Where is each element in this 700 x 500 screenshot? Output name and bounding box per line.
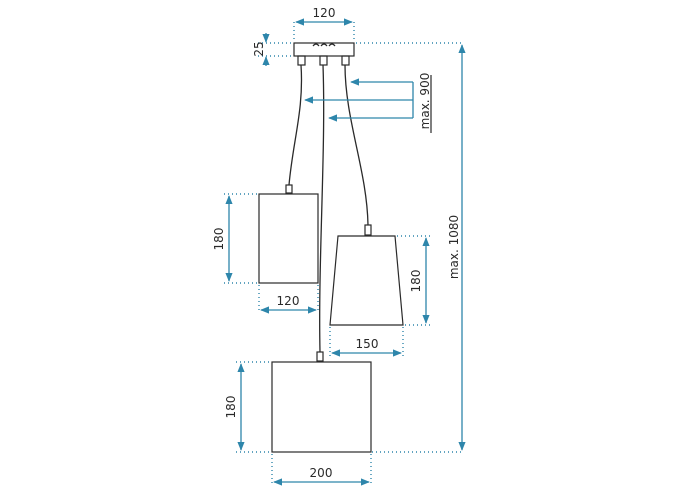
canopy-height-dimension: 25	[252, 33, 292, 66]
total-height-dimension: max. 1080	[356, 42, 466, 453]
bottom-shade-width-dimension: 200	[271, 454, 372, 486]
bottom-shade	[271, 361, 372, 453]
left-shade-cap	[285, 184, 293, 194]
left-shade	[258, 193, 319, 284]
right-shade-height-label: 180	[409, 270, 423, 293]
left-shade-width-label: 120	[277, 294, 300, 308]
canopy-height-label: 25	[252, 41, 266, 56]
canopy-width-dimension: 120	[293, 6, 355, 42]
bottom-shade-height-dimension: 180	[224, 361, 270, 453]
drop-length-dimension: max. 900	[304, 73, 432, 133]
canopy-width-label: 120	[313, 6, 336, 20]
left-shade-height-label: 180	[212, 228, 226, 251]
right-shade-width-label: 150	[356, 337, 379, 351]
cord-right	[344, 64, 369, 226]
cord-left	[288, 64, 303, 186]
bottom-shade-cap	[316, 351, 324, 362]
right-shade-height-dimension: 180	[397, 235, 430, 326]
left-shade-width-dimension: 120	[258, 285, 319, 314]
left-shade-height-dimension: 180	[212, 193, 257, 284]
right-shade-width-dimension: 150	[329, 327, 404, 357]
right-shade	[329, 235, 404, 326]
canopy	[293, 42, 355, 66]
right-shade-cap	[364, 224, 372, 236]
bottom-shade-width-label: 200	[310, 466, 333, 480]
drop-length-label: max. 900	[418, 73, 432, 130]
total-height-label: max. 1080	[447, 215, 461, 279]
cord-bottom	[319, 64, 325, 353]
bottom-shade-height-label: 180	[224, 396, 238, 419]
